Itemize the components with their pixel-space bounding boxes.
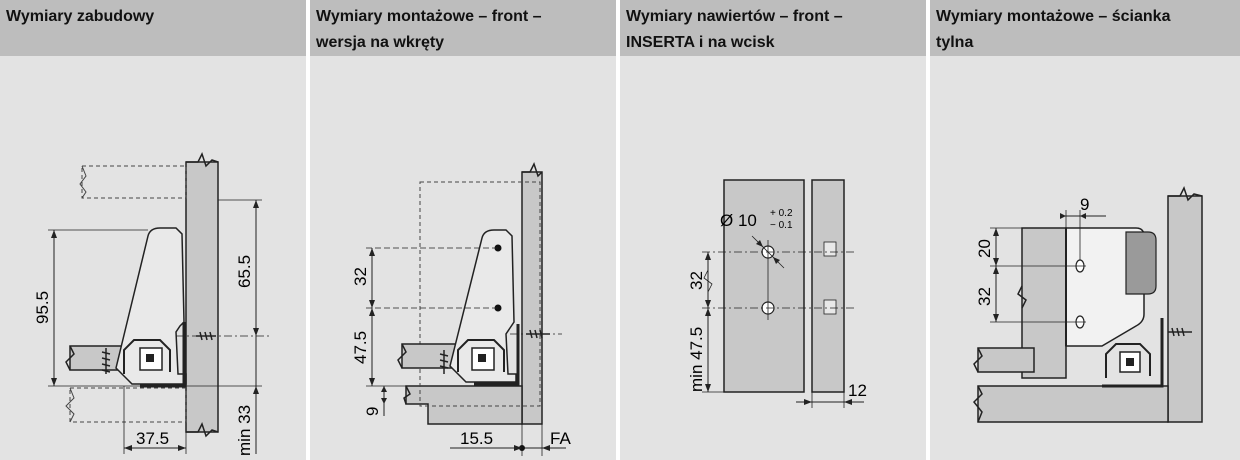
dimension-label: 9 [1080,195,1089,214]
break-line [186,422,219,438]
panel-title-line-1: Wymiary nawiertów – front – [626,8,843,25]
break-line [973,347,983,373]
cabinet-bottom [977,385,1169,423]
dimension-label: 9 [363,407,382,416]
insert-slot [823,299,837,315]
runner [1105,343,1151,378]
panel-title-line-2: tylna [936,34,974,51]
dimension-label: 95.5 [33,291,52,324]
panel-title: Wymiary montażowe – front – wersja na wk… [310,0,616,56]
arrow [756,240,780,264]
arrow [381,386,387,404]
dashed-top-panel [81,165,187,199]
dimension-label: 32 [687,271,706,290]
arrow [514,445,550,451]
tolerance-upper: + 0.2 [770,208,793,219]
insert-slot [823,241,837,257]
runner-block [146,354,154,362]
panel-installation-dimensions: Wymiary zabudowy [0,0,306,460]
break-line [397,343,407,369]
break-line [522,162,543,178]
break-line [65,387,75,423]
leader-line [751,235,785,269]
break-line [1017,285,1027,309]
dimension-label: Ø 10 [720,211,757,230]
runner [123,339,171,374]
drawing: Ø 10 + 0.2 − 0.1 32 min 47.5 12 [687,179,867,408]
drawer-side-profile [115,227,187,385]
screw-icon [1168,327,1192,337]
panel-front-drilling: Wymiary nawiertów – front – INSERTA i na… [620,0,926,460]
panel-title-line-1: Wymiary montażowe – ścianka [936,8,1171,25]
cabinet-side [1167,195,1203,423]
rail [474,324,520,386]
panel-title: Wymiary montażowe – ścianka tylna [930,0,1240,56]
panel-title-line-2: INSERTA i na wcisk [626,34,775,51]
panel-title-line-2: wersja na wkręty [316,34,445,51]
dimension-label: min 47.5 [687,327,706,392]
front-panel-face [723,179,805,393]
dimension-label: 20 [975,239,994,258]
dimension-label: 12 [848,381,867,400]
dimension-label: 15.5 [460,429,493,448]
panel-rear-mounting: Wymiary montażowe – ścianka tylna [930,0,1240,460]
bracket-cover [1125,231,1157,295]
break-line [65,345,75,371]
drawing: 95.5 65.5 min 33 37.5 [33,152,270,456]
dimension-label: 47.5 [351,331,370,364]
dimension-label: 32 [351,267,370,286]
drawer-bottom-board [977,347,1035,373]
rear-bracket [1065,227,1145,347]
panel-front-mounting-screws: Wymiary montażowe – front – wersja na wk… [310,0,616,460]
panel-title: Wymiary zabudowy [0,0,306,56]
tolerance-lower: − 0.1 [770,220,793,231]
runner [457,339,505,372]
cabinet-bottom [405,385,523,425]
panel-title-line-1: Wymiary zabudowy [6,8,155,25]
cabinet-side [521,171,543,425]
front-panel-edge [811,179,845,393]
break-line [703,269,713,293]
runner-block [478,354,486,362]
rail [1102,318,1164,388]
screw-icon [101,348,111,374]
dashed-bottom-panel [69,387,187,423]
break-line [972,385,983,423]
dashed-front [419,181,541,407]
dimension-label: 65.5 [235,255,254,288]
drawing: 9 20 32 [972,186,1203,423]
break-line [79,165,87,199]
arrow [253,386,259,394]
cabinet-side [185,161,219,433]
panel-title: Wymiary nawiertów – front – INSERTA i na… [620,0,926,56]
break-line [186,152,219,168]
dimension-label: min 33 [235,405,254,456]
screw-icon [196,331,216,341]
dimension-label: FA [550,429,571,448]
dimension-label: 37.5 [136,429,169,448]
rail [140,322,186,388]
drawing: 32 47.5 9 15.5 FA [351,162,571,456]
runner-block [1126,358,1134,366]
dimension-label: 32 [975,287,994,306]
screw-icon [439,350,449,374]
arrow [1060,213,1086,219]
break-line [403,385,411,405]
drawer-side-profile [449,229,517,383]
break-line [1168,186,1203,202]
panel-title-line-1: Wymiary montażowe – front – [316,8,542,25]
